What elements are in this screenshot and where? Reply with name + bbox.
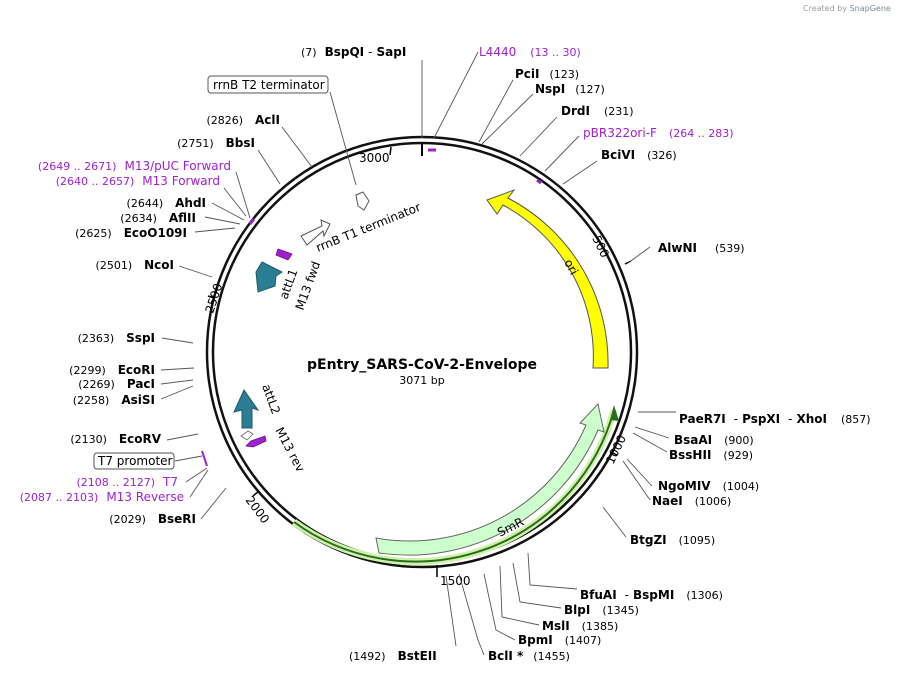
- m13rev-feature[interactable]: [245, 435, 267, 448]
- attl2-small-feature: [240, 430, 254, 441]
- rrnb-t1-label: rrnB T1 terminator: [314, 200, 423, 255]
- attl2-label: attL2: [259, 382, 283, 416]
- t7-promoter-box: [93, 452, 175, 470]
- m13fwd-feature[interactable]: [275, 248, 293, 261]
- site-acli[interactable]: (2826)AclI: [206, 113, 280, 127]
- attl2-feature[interactable]: [233, 388, 260, 429]
- site-ngomiv[interactable]: NgoMIV(1004): [658, 479, 759, 493]
- site-bsshii[interactable]: BssHII(929): [669, 448, 753, 462]
- site-naei[interactable]: NaeI(1006): [652, 494, 731, 508]
- ori-feature[interactable]: [486, 188, 609, 369]
- site-bcli[interactable]: BclI *(1455): [488, 649, 570, 663]
- site-bsaai[interactable]: BsaAI(900): [674, 433, 754, 447]
- site-paci[interactable]: (2269)PacI: [78, 377, 155, 391]
- tick-2500: [207, 295, 215, 299]
- credit-brand: SnapGene: [850, 4, 891, 13]
- plasmid-name: pEntry_SARS-CoV-2-Envelope: [307, 357, 537, 373]
- site-bseri[interactable]: (2029)BseRI: [109, 512, 196, 526]
- tick-3000: [389, 146, 392, 156]
- plasmid-length: 3071 bp: [399, 374, 444, 387]
- site-ecoo109i[interactable]: (2625)EcoO109I: [75, 226, 187, 240]
- smr-feature[interactable]: [375, 402, 605, 556]
- site-ecorv[interactable]: (2130)EcoRV: [70, 432, 161, 446]
- rrnb-t2-feature[interactable]: [355, 191, 370, 211]
- attl1-feature[interactable]: [255, 261, 283, 293]
- tick-label-2500: 2500: [203, 282, 226, 315]
- site-bspqi-sapi[interactable]: (7)BspQI-SapI: [301, 45, 406, 59]
- site-t7-promoter[interactable]: T7 promoter: [97, 454, 173, 468]
- site-t7[interactable]: (2108 .. 2127)T7: [76, 475, 178, 489]
- labels-left: rrnB T2 terminator (2826)AclI (2751)BbsI…: [20, 75, 329, 526]
- site-bbsi[interactable]: (2751)BbsI: [177, 136, 255, 150]
- pbr322ori-mark: [536, 178, 542, 185]
- backbone-outer: [205, 135, 639, 569]
- site-pcii[interactable]: PciI(123): [515, 67, 579, 81]
- rrnb-t2-box: [207, 75, 329, 94]
- site-btgzi[interactable]: BtgZI(1095): [630, 533, 715, 547]
- site-asisi[interactable]: (2258)AsiSI: [73, 393, 155, 407]
- site-blpi[interactable]: BlpI(1345): [564, 603, 639, 617]
- site-bcivi[interactable]: BciVI(326): [601, 148, 677, 162]
- smr-orf-line: [293, 409, 615, 563]
- site-m13-forward[interactable]: (2640 .. 2657)M13 Forward: [56, 174, 220, 188]
- m13rev-label: M13 rev: [272, 425, 307, 474]
- m13fwd-label: M13 fwd: [293, 259, 324, 312]
- tick-label-2000: 2000: [243, 493, 273, 526]
- leader-lines-right: [421, 51, 676, 656]
- site-bsteii[interactable]: (1492)BstEII: [349, 649, 437, 663]
- site-pbr322ori-f[interactable]: pBR322ori-F(264 .. 283): [583, 126, 734, 140]
- m13-forward-mark: [248, 218, 256, 225]
- t7-mark: [201, 450, 208, 467]
- site-ahdi[interactable]: (2644)AhdI: [127, 196, 206, 210]
- site-sspi[interactable]: (2363)SspI: [78, 331, 155, 345]
- leader-lines-left: [160, 91, 357, 520]
- site-m13puc-forward[interactable]: (2649 .. 2671)M13/pUC Forward: [38, 159, 231, 173]
- tick-label-3000: 3000: [359, 151, 390, 165]
- site-ecori[interactable]: (2299)EcoRI: [69, 363, 155, 377]
- site-paer7i-pspxi-xhoi[interactable]: PaeR7I-PspXI-XhoI(857): [679, 412, 871, 426]
- site-msli[interactable]: MslI(1385): [542, 619, 618, 633]
- site-bpmi[interactable]: BpmI(1407): [518, 633, 601, 647]
- site-m13-reverse[interactable]: (2087 .. 2103)M13 Reverse: [20, 490, 184, 504]
- tick-2000: [252, 490, 260, 497]
- site-aflii[interactable]: (2634)AflII: [120, 211, 196, 225]
- smr-orf-arrow: [610, 405, 619, 421]
- tick-label-1500: 1500: [440, 574, 471, 588]
- site-rrnb-t2[interactable]: rrnB T2 terminator: [213, 78, 325, 92]
- credit-prefix: Created by: [803, 4, 847, 13]
- snapgene-credit: Created by SnapGene: [803, 4, 891, 13]
- ori-label: ori: [561, 257, 581, 277]
- site-drdi[interactable]: DrdI(231): [561, 104, 634, 118]
- site-alwni[interactable]: AlwNI(539): [658, 241, 745, 255]
- site-nspi[interactable]: NspI(127): [535, 82, 605, 96]
- tick-1000: [610, 451, 618, 456]
- site-ncoi[interactable]: (2501)NcoI: [96, 258, 174, 272]
- rrnb-t1-feature[interactable]: [300, 219, 331, 246]
- site-bfuai-bspmi[interactable]: BfuAI-BspMI(1306): [580, 588, 723, 602]
- site-l4440[interactable]: L4440(13 .. 30): [479, 45, 581, 59]
- labels-right: (7)BspQI-SapI L4440(13 .. 30) PciI(123) …: [301, 45, 871, 663]
